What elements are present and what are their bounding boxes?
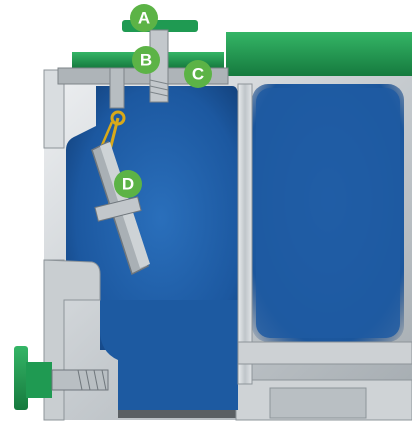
outlet-chamber-core	[256, 88, 400, 338]
drain-green-ring	[26, 362, 52, 398]
lower-passage	[100, 300, 238, 410]
callout-a-label: A	[138, 9, 150, 28]
hinge-pin-block	[110, 68, 124, 108]
center-divider-wall	[238, 84, 252, 384]
outlet-lower-slot	[270, 388, 366, 418]
callout-d: D	[114, 170, 142, 198]
callout-b: B	[132, 46, 160, 74]
green-cover-right	[226, 32, 412, 76]
callout-b-label: B	[140, 51, 152, 70]
callout-d-label: D	[122, 175, 134, 194]
bottom-wall	[238, 342, 412, 364]
callout-a: A	[130, 4, 158, 32]
callout-c: C	[184, 60, 212, 88]
callout-c-label: C	[192, 65, 204, 84]
bottom-plate	[118, 410, 236, 418]
drain-green-cap	[14, 346, 28, 410]
